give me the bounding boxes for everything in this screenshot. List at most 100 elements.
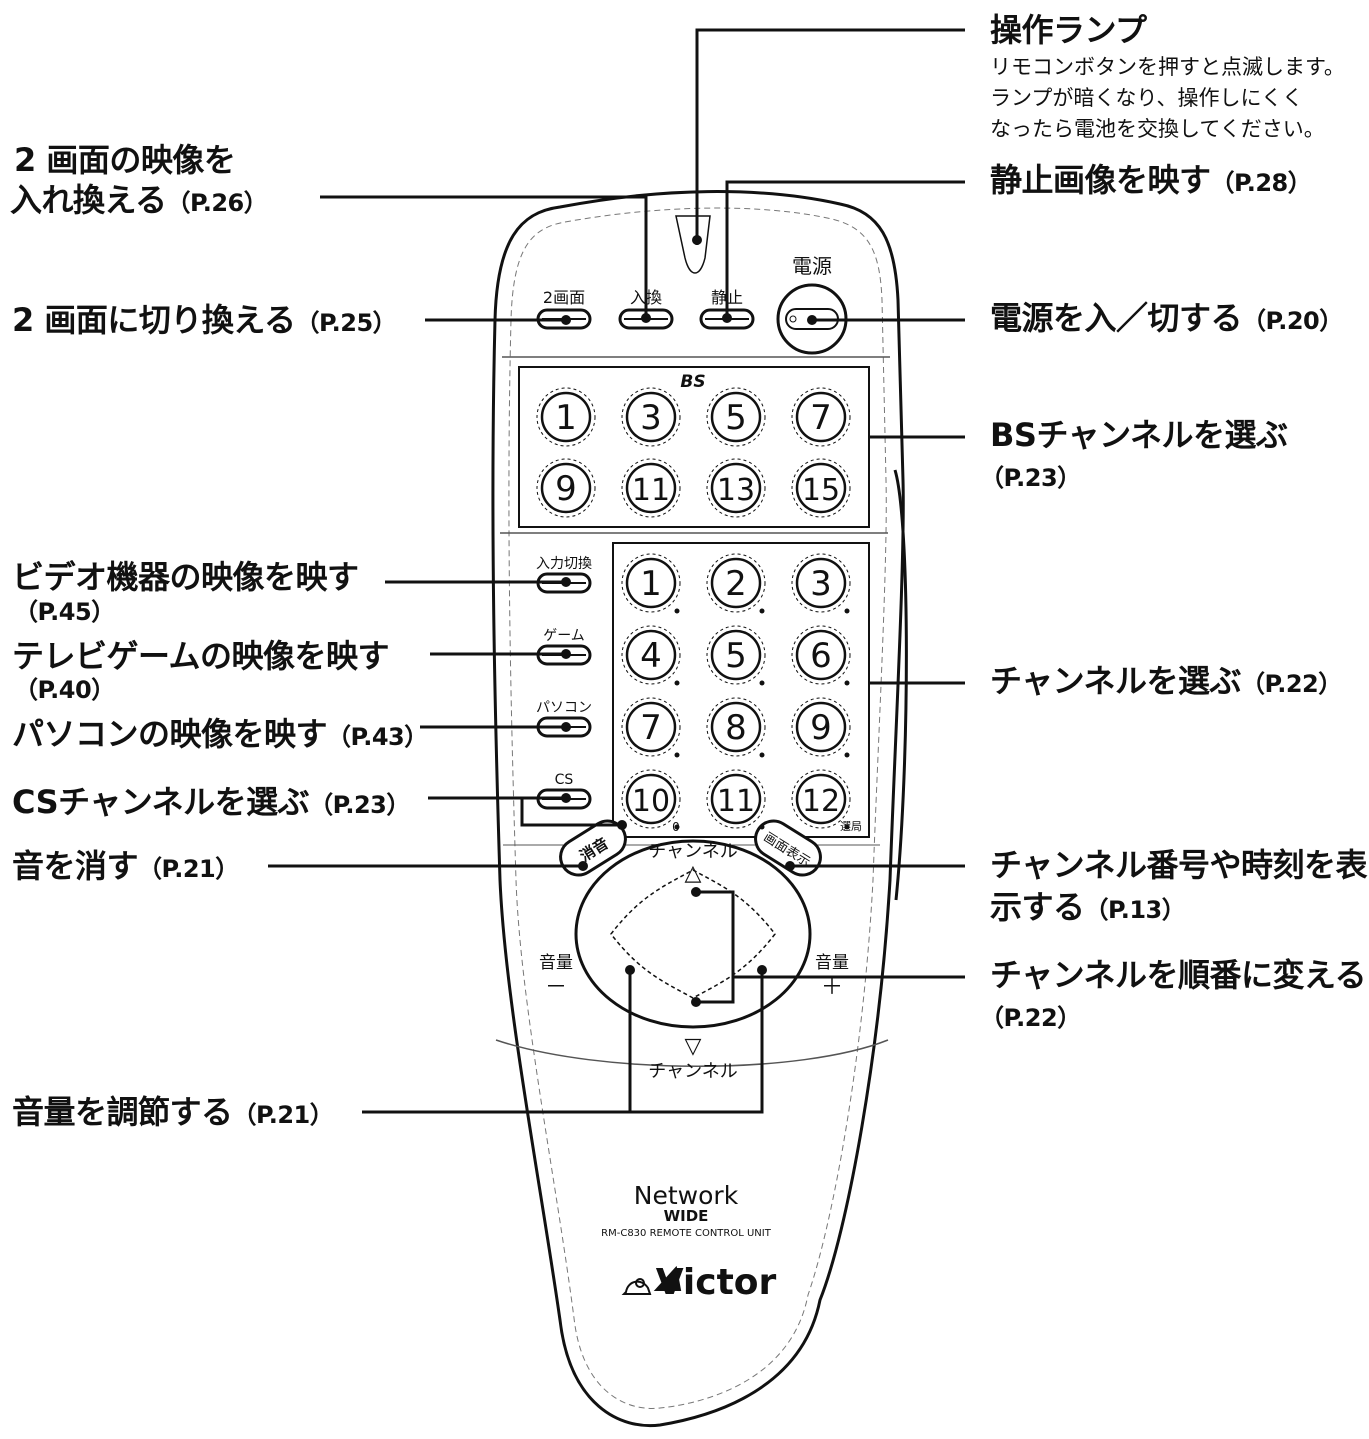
volume-plus-sign: ＋ <box>821 975 843 1000</box>
callout-pc-page: （P.43） <box>327 723 428 751</box>
callout-power-page: （P.20） <box>1242 307 1343 335</box>
callout-display-page: （P.13） <box>1084 896 1186 924</box>
number-button-10[interactable]: 10 <box>621 769 681 829</box>
remote-inner-outline <box>508 207 887 1409</box>
bs-button-9-label: 9 <box>555 469 577 509</box>
callout-video-page: （P.45） <box>14 598 115 626</box>
number-button-dot <box>674 752 680 758</box>
callout-swap-text: 入れ換える <box>10 181 167 219</box>
power-label: 電源 <box>792 254 832 278</box>
callout-display-line2: 示する（P.13） <box>990 887 1186 930</box>
number-button-9[interactable]: 9 <box>791 697 851 757</box>
remote-side-grip <box>893 469 908 901</box>
victor-logo-mark <box>621 1265 682 1295</box>
channel-up-label: チャンネル <box>648 841 737 862</box>
volume-minus-label: 音量 <box>539 953 573 973</box>
callout-mute-page: （P.21） <box>138 855 239 883</box>
callout-pc-text: パソコンの映像を映す <box>12 715 328 753</box>
leader-cs-bracket <box>520 798 622 827</box>
number-panel <box>612 542 870 838</box>
bs-button-15[interactable]: 15 <box>791 458 851 518</box>
bs-button-5-label: 5 <box>725 398 747 438</box>
number-button-dot <box>844 752 850 758</box>
model-name: RM-C830 REMOTE CONTROL UNIT <box>601 1228 772 1239</box>
number-button-11[interactable]: 11 <box>706 769 766 829</box>
select-label: 選局 <box>840 820 862 833</box>
callout-bs-text: BSチャンネルを選ぶ <box>990 416 1288 454</box>
callout-swap-line1: 2 画面の映像を <box>14 141 236 179</box>
leader-dots <box>561 235 817 1007</box>
callout-power-text: 電源を入／切する <box>990 299 1243 337</box>
number-button-4[interactable]: 4 <box>621 625 681 685</box>
callout-lamp-title: 操作ランプ <box>990 11 1147 49</box>
number-button-12-label: 12 <box>802 784 840 819</box>
bs-logo: BS <box>680 372 705 392</box>
number-button-dot <box>844 824 850 830</box>
bs-button-3[interactable]: 3 <box>621 387 681 447</box>
number-button-2[interactable]: 2 <box>706 553 766 613</box>
callout-display-text: 示する <box>990 888 1085 926</box>
leader-lamp <box>695 28 965 245</box>
callout-freeze-text: 静止画像を映す <box>990 161 1211 199</box>
button-2screen-label: 2画面 <box>543 288 585 307</box>
callout-lamp-note-3: なったら電池を交換してください。 <box>990 117 1325 141</box>
channel-down-arrow: ▽ <box>685 1034 702 1059</box>
callout-ch-updown-page: （P.22） <box>980 1004 1081 1032</box>
brand-network: Network <box>634 1181 739 1210</box>
bs-button-13[interactable]: 13 <box>706 458 766 518</box>
number-button-8[interactable]: 8 <box>706 697 766 757</box>
number-button-dot <box>844 680 850 686</box>
number-button-4-label: 4 <box>640 636 662 676</box>
number-button-1-label: 1 <box>640 564 662 604</box>
leader-lines <box>268 28 965 1114</box>
callout-mute-text: 音を消す <box>12 847 139 885</box>
zero-label: 0 <box>672 820 680 834</box>
callout-mute: 音を消す（P.21） <box>12 846 239 889</box>
callout-volume: 音量を調節する（P.21） <box>12 1092 334 1135</box>
number-button-dot <box>759 608 765 614</box>
dpad-bottom-contour <box>495 1039 889 1067</box>
callout-ch-updown-text: チャンネルを順番に変える <box>990 956 1367 994</box>
callout-two-screen: 2 画面に切り換える（P.25） <box>12 300 397 343</box>
callout-channel: チャンネルを選ぶ（P.22） <box>990 661 1342 704</box>
callout-video-text: ビデオ機器の映像を映す <box>12 558 359 596</box>
bs-panel <box>518 366 870 528</box>
bs-button-9[interactable]: 9 <box>536 458 596 518</box>
number-button-7[interactable]: 7 <box>621 697 681 757</box>
number-button-dot <box>844 608 850 614</box>
number-button-10-label: 10 <box>632 784 670 819</box>
callout-cs-text: CSチャンネルを選ぶ <box>12 783 310 821</box>
number-button-dot <box>759 752 765 758</box>
bs-button-5[interactable]: 5 <box>706 387 766 447</box>
bs-button-11[interactable]: 11 <box>621 458 681 518</box>
callout-freeze: 静止画像を映す（P.28） <box>990 160 1312 203</box>
callout-volume-text: 音量を調節する <box>12 1093 233 1131</box>
bs-button-7-label: 7 <box>810 398 832 438</box>
callout-swap-line2: 入れ換える（P.26） <box>10 180 268 223</box>
leader-ch-bracket <box>696 890 735 1004</box>
bs-button-7[interactable]: 7 <box>791 387 851 447</box>
volume-plus-label: 音量 <box>815 953 849 973</box>
leader-swap <box>320 195 648 317</box>
callout-pc: パソコンの映像を映す（P.43） <box>12 714 428 757</box>
number-button-3-label: 3 <box>810 564 832 604</box>
number-button-3[interactable]: 3 <box>791 553 851 613</box>
bs-button-3-label: 3 <box>640 398 662 438</box>
number-button-1[interactable]: 1 <box>621 553 681 613</box>
callout-two-screen-text: 2 画面に切り換える <box>12 301 296 339</box>
number-button-5[interactable]: 5 <box>706 625 766 685</box>
lamp-window <box>675 215 711 274</box>
number-button-6[interactable]: 6 <box>791 625 851 685</box>
bs-button-1[interactable]: 1 <box>536 387 596 447</box>
callout-two-screen-page: （P.25） <box>295 309 397 337</box>
number-button-dot <box>674 680 680 686</box>
callout-bs-page: （P.23） <box>980 464 1081 492</box>
volume-minus-sign: － <box>545 975 567 1000</box>
number-button-12[interactable]: 12 <box>791 769 851 829</box>
number-button-5-label: 5 <box>725 636 747 676</box>
brand-wide: WIDE <box>664 1207 709 1225</box>
bs-button-13-label: 13 <box>717 473 755 508</box>
callout-lamp-note-2: ランプが暗くなり、操作しにくく <box>990 86 1304 110</box>
callout-power: 電源を入／切する（P.20） <box>990 298 1343 341</box>
